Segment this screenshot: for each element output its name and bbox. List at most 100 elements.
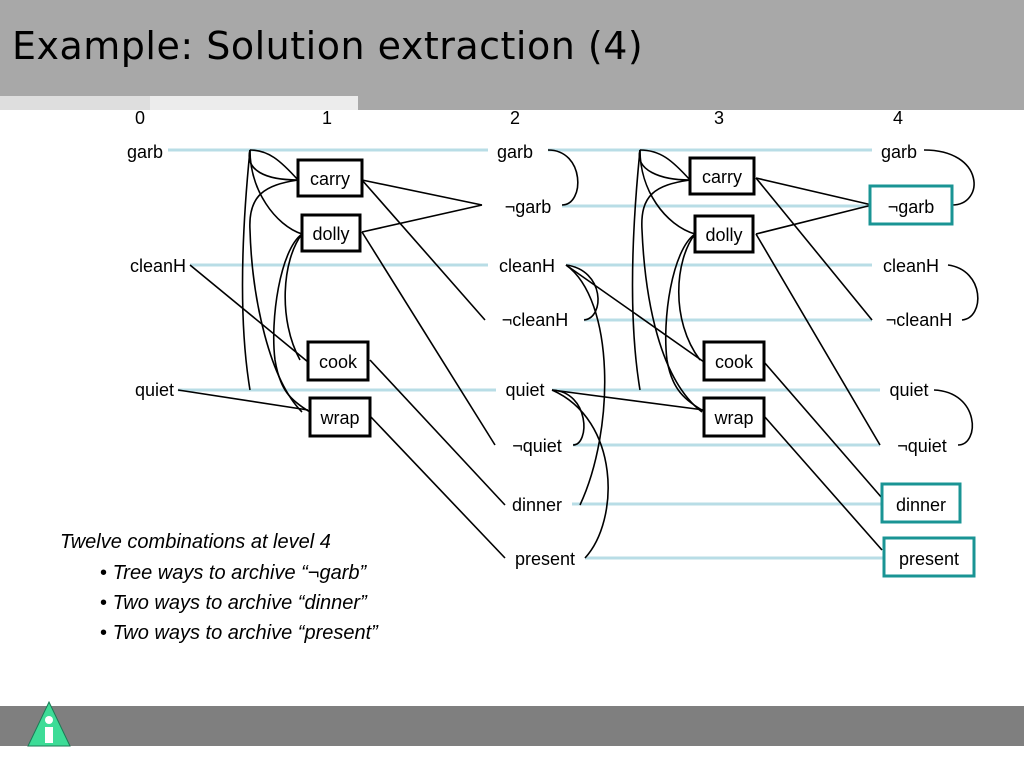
title-bar-accent-left: [0, 96, 150, 110]
prop-l2-not-quiet: ¬quiet: [512, 436, 562, 456]
notes-list: Tree ways to archive “¬garb” Two ways to…: [60, 560, 378, 646]
action-l1-cook: cook: [306, 340, 370, 382]
action-l3-carry: carry: [688, 156, 756, 196]
notes-item-text: Two ways to archive “dinner”: [112, 592, 367, 614]
edge-garb-dolly: [249, 149, 303, 235]
prop-l4-not-cleanH: ¬cleanH: [886, 310, 953, 330]
edge-dolly-cook-pre: [284, 233, 303, 361]
prop-l2-dinner: dinner: [512, 495, 562, 515]
planning-graph: 0 1 2 3 4: [127, 108, 979, 578]
edge-carry-wrap-pre: [249, 179, 303, 413]
edge-cook-dinner-l4: [763, 361, 883, 499]
action-l1-dolly: dolly: [300, 213, 362, 253]
title-bar: [0, 0, 1024, 96]
edge-wrap-present-l4: [763, 415, 883, 551]
prop-l4-present: present: [899, 549, 959, 569]
prop-l4-quiet: quiet: [889, 380, 928, 400]
action-label: cook: [715, 352, 754, 372]
edge-carry-wrap-pre-l3: [641, 179, 703, 413]
level-label-1: 1: [322, 108, 332, 128]
edge-garb-carry: [248, 149, 299, 181]
edge-garb-carry-l3-b: [639, 149, 691, 181]
prop-l4-cleanH: cleanH: [883, 256, 939, 276]
prop-l0-quiet: quiet: [135, 380, 174, 400]
notes-item: Two ways to archive “present”: [100, 620, 378, 646]
action-label: wrap: [319, 408, 359, 428]
prop-l2-present: present: [515, 549, 575, 569]
level-label-2: 2: [510, 108, 520, 128]
action-label: cook: [319, 352, 358, 372]
mutex-garb-notgarb-l2: [547, 149, 579, 206]
edge-wrap-present: [369, 415, 506, 559]
mutex-quiet-present-l2: [551, 389, 609, 559]
mutex-quiet-notquiet-l2: [551, 389, 585, 446]
action-l3-dolly: dolly: [693, 214, 755, 254]
prop-l4-not-quiet: ¬quiet: [897, 436, 947, 456]
mutex-garb-notgarb-l4: [923, 149, 975, 206]
action-edges: [177, 149, 979, 559]
notes-item: Tree ways to archive “¬garb”: [100, 560, 378, 586]
prop-l2-cleanH: cleanH: [499, 256, 555, 276]
edge-cook-dinner: [369, 359, 506, 506]
edge-carry-notcleanH-l4: [755, 177, 873, 321]
action-label: dolly: [705, 225, 742, 245]
edge-garb-persist-quiet-l3: [631, 149, 641, 391]
edge-dolly-cook-pre-l3: [677, 233, 701, 361]
edge-dolly-wrap-pre: [272, 233, 311, 413]
prop-l0-cleanH: cleanH: [130, 256, 186, 276]
edge-garb-carry-b: [249, 149, 299, 181]
logo-icon: [27, 700, 71, 747]
mutex-cleanH-notcleanH-l2: [565, 264, 599, 321]
edge-carry-notcleanH: [361, 179, 486, 321]
title-bar-accent-right: [358, 96, 1024, 110]
edge-cleanH-cook: [189, 264, 309, 363]
prop-l2-garb: garb: [497, 142, 533, 162]
action-label: carry: [310, 169, 350, 189]
level-label-3: 3: [714, 108, 724, 128]
edge-carry-notgarb: [361, 179, 483, 206]
action-l1-carry: carry: [296, 158, 364, 198]
edge-garb-persist-quiet: [241, 149, 251, 391]
highlight-box-dinner: [880, 482, 962, 524]
mutex-cleanH-dinner-l2: [565, 264, 606, 506]
edge-quiet-wrap-l3: [551, 389, 705, 411]
persistence-lines: [168, 148, 884, 560]
highlight-box-not-garb: [868, 184, 954, 226]
edge-dolly-wrap-pre-l3: [664, 233, 706, 413]
notes-item-text: Tree ways to archive “¬garb”: [112, 562, 367, 584]
prop-l2-quiet: quiet: [505, 380, 544, 400]
notes: Twelve combinations at level 4 Tree ways…: [60, 531, 378, 650]
action-label: dolly: [312, 224, 349, 244]
mutex-quiet-notquiet-l4: [933, 389, 974, 446]
level-label-4: 4: [893, 108, 903, 128]
edge-garb-dolly-l3: [639, 149, 696, 235]
prop-l4-dinner: dinner: [896, 495, 946, 515]
edge-garb-carry-l3: [638, 149, 691, 181]
page-title: Example: Solution extraction (4): [12, 24, 644, 68]
prop-l2-not-cleanH: ¬cleanH: [502, 310, 569, 330]
prop-l2-not-garb: ¬garb: [505, 197, 552, 217]
action-l3-wrap: wrap: [702, 396, 766, 438]
edge-dolly-notquiet-l4: [755, 233, 881, 446]
edge-cleanH-cook-l3: [565, 264, 705, 363]
action-label: wrap: [713, 408, 753, 428]
edge-quiet-wrap: [177, 389, 309, 411]
notes-heading: Twelve combinations at level 4: [60, 531, 331, 553]
prop-l4-garb: garb: [881, 142, 917, 162]
footer-bar: [0, 706, 1024, 746]
prop-l0-garb: garb: [127, 142, 163, 162]
edge-dolly-notgarb: [361, 204, 483, 233]
notes-item: Two ways to archive “dinner”: [100, 590, 378, 616]
prop-l4-not-garb: ¬garb: [888, 197, 935, 217]
action-l3-cook: cook: [702, 340, 766, 382]
edge-dolly-notgarb-l4: [755, 204, 873, 235]
mutex-cleanH-notcleanH-l4: [947, 264, 979, 321]
edge-carry-notgarb-l4: [755, 177, 873, 206]
action-label: carry: [702, 167, 742, 187]
level-label-0: 0: [135, 108, 145, 128]
notes-item-text: Two ways to archive “present”: [112, 622, 378, 644]
action-l1-wrap: wrap: [308, 396, 372, 438]
title-bar-accent-middle: [150, 96, 358, 110]
edge-dolly-notquiet: [361, 231, 496, 446]
highlight-box-present: [882, 536, 976, 578]
